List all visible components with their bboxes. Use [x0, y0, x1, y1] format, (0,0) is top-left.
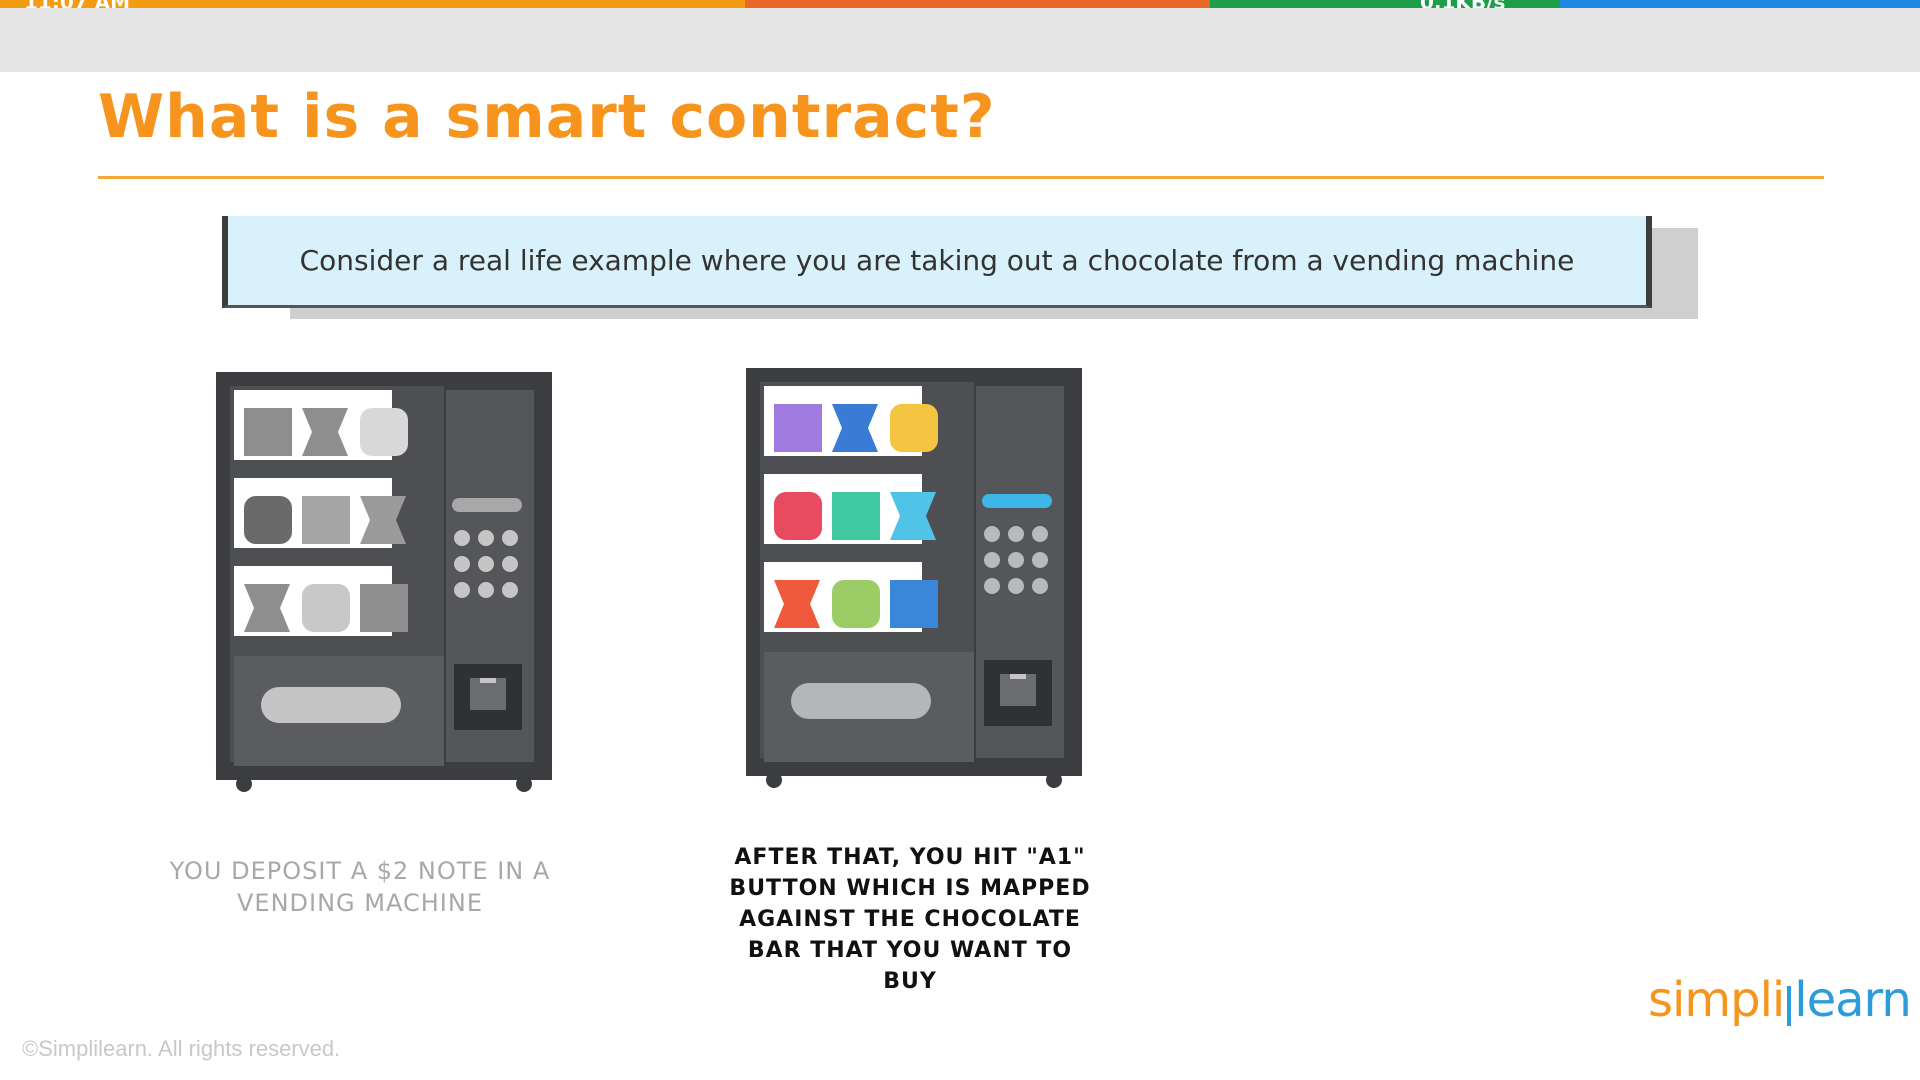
status-bar	[0, 0, 1920, 8]
page-title: What is a smart contract?	[98, 82, 996, 152]
step-caption-select: After that, you hit "A1" button which is…	[729, 845, 1091, 994]
status-bar-segment	[745, 0, 1210, 8]
status-bar-segment	[1210, 0, 1560, 8]
status-bar-segment	[0, 0, 745, 8]
status-bar-segment	[1560, 0, 1920, 8]
vending-machine-color-icon	[746, 368, 1082, 788]
logo-divider	[1787, 986, 1792, 1026]
title-divider	[98, 176, 1824, 179]
step-caption-deposit: You deposit a $2 note in a vending machi…	[169, 857, 551, 917]
vending-machine-grayscale-icon	[216, 372, 552, 792]
logo-part-1: simpli	[1648, 972, 1785, 1028]
toolbar-strip	[0, 8, 1920, 72]
callout-text: Consider a real life example where you a…	[299, 244, 1575, 277]
logo-part-2: learn	[1794, 972, 1912, 1028]
copyright-text: ©Simplilearn. All rights reserved.	[22, 1036, 341, 1061]
callout-box: Consider a real life example where you a…	[222, 216, 1652, 308]
